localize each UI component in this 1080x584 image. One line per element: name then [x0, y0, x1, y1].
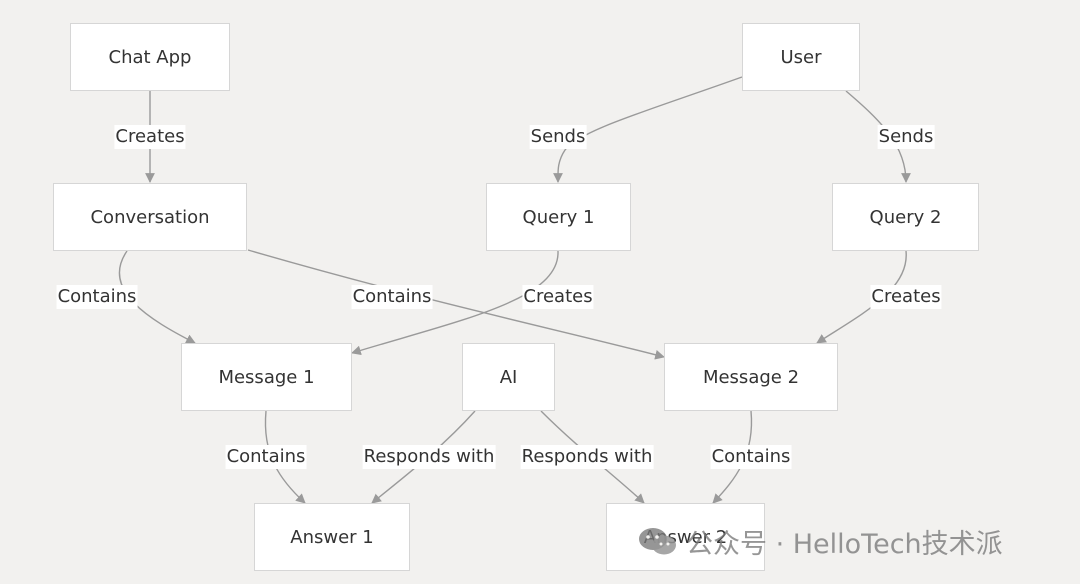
edge-label-message2-answer2: Contains — [710, 445, 792, 469]
wechat-icon — [638, 526, 678, 558]
edge-label-chatapp-conversation: Creates — [114, 125, 186, 149]
edge-label-ai-answer1: Responds with — [362, 445, 496, 469]
edge-label-query2-message2: Creates — [870, 285, 942, 309]
edge-label-user-query2: Sends — [877, 125, 935, 149]
node-user: User — [742, 23, 860, 91]
node-chat-app: Chat App — [70, 23, 230, 91]
edge-label-query1-message1: Creates — [522, 285, 594, 309]
node-conversation: Conversation — [53, 183, 247, 251]
edge-query1-message1 — [351, 250, 559, 356]
watermark-text: 公众号 · HelloTech技术派 — [686, 529, 1003, 560]
node-ai: AI — [462, 343, 555, 411]
watermark: 公众号 · HelloTech技术派 — [638, 522, 1003, 561]
edge-label-ai-answer2: Responds with — [520, 445, 654, 469]
node-query-1: Query 1 — [486, 183, 631, 251]
edge-conversation-message2 — [247, 249, 665, 360]
node-message-1: Message 1 — [181, 343, 352, 411]
edge-label-conversation-message2: Contains — [351, 285, 433, 309]
node-answer-1: Answer 1 — [254, 503, 410, 571]
edge-label-conversation-message1: Contains — [56, 285, 138, 309]
edge-label-user-query1: Sends — [529, 125, 587, 149]
node-message-2: Message 2 — [664, 343, 838, 411]
node-query-2: Query 2 — [832, 183, 979, 251]
edge-label-message1-answer1: Contains — [225, 445, 307, 469]
